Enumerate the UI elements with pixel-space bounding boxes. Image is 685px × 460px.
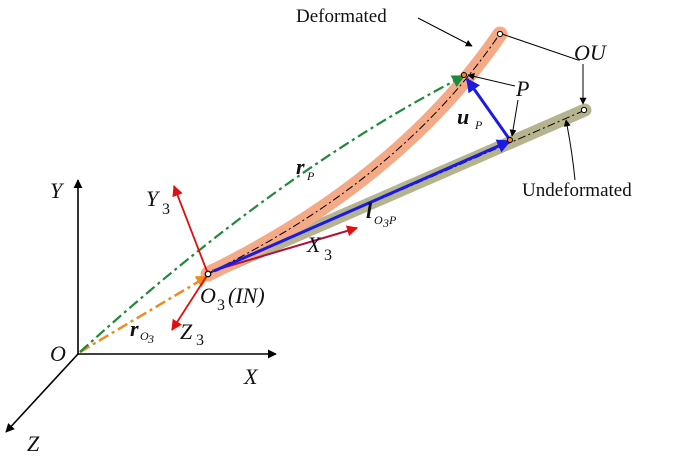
label-r-o3-sub-o: O xyxy=(140,329,149,343)
point-end-deformed xyxy=(496,30,504,38)
leader-p-deformed xyxy=(467,73,516,87)
label-o3: O xyxy=(200,283,216,308)
label-z3-sub: 3 xyxy=(196,332,204,349)
label-l-sub-p: P xyxy=(388,213,397,227)
label-l: l xyxy=(366,198,373,223)
label-z3: Z xyxy=(180,319,193,344)
leader-p-undeformed xyxy=(509,99,519,137)
point-end-undeformed xyxy=(580,106,588,114)
label-u: u xyxy=(457,104,469,129)
vector-l-o3p xyxy=(213,139,512,273)
leader-undeformated xyxy=(563,119,576,181)
label-origin: O xyxy=(50,341,66,366)
label-x3-sub: 3 xyxy=(324,247,332,264)
label-r-o3-sub-3: 3 xyxy=(147,332,154,346)
label-global-z: Z xyxy=(27,431,40,456)
label-deformated: Deformated xyxy=(296,6,387,27)
label-undeformated: Undeformated xyxy=(522,180,632,201)
label-global-x: X xyxy=(243,364,259,389)
label-ou: OU xyxy=(574,40,608,65)
local-x3-axis xyxy=(211,225,359,272)
local-y3-axis xyxy=(172,184,209,275)
point-p-deformed xyxy=(461,72,467,78)
label-global-y: Y xyxy=(50,178,65,203)
label-in: (IN) xyxy=(228,283,265,308)
vector-r-p xyxy=(79,75,466,353)
global-z-axis xyxy=(5,353,79,433)
point-o3 xyxy=(204,270,212,278)
deformed-centerline xyxy=(208,34,500,274)
label-o3-sub: 3 xyxy=(217,297,225,314)
label-x3: X xyxy=(306,232,322,257)
label-r-p-sub: P xyxy=(306,169,315,183)
label-y3-sub: 3 xyxy=(162,201,170,218)
label-u-sub: P xyxy=(474,118,483,132)
vector-u-p xyxy=(465,77,512,141)
label-r-p: r xyxy=(296,154,305,179)
leader-ou-deformed xyxy=(501,33,580,61)
label-r-o3: r xyxy=(130,316,139,341)
label-y3: Y xyxy=(146,186,161,211)
leader-deformated xyxy=(417,17,473,47)
label-l-sub-o: O xyxy=(374,213,383,227)
point-p-undeformed xyxy=(507,137,513,143)
label-l-sub-3: 3 xyxy=(382,216,389,230)
deformed-body xyxy=(200,26,508,282)
vector-r-o3 xyxy=(79,274,210,354)
label-p: P xyxy=(515,76,529,101)
local-z3-axis xyxy=(171,273,209,331)
